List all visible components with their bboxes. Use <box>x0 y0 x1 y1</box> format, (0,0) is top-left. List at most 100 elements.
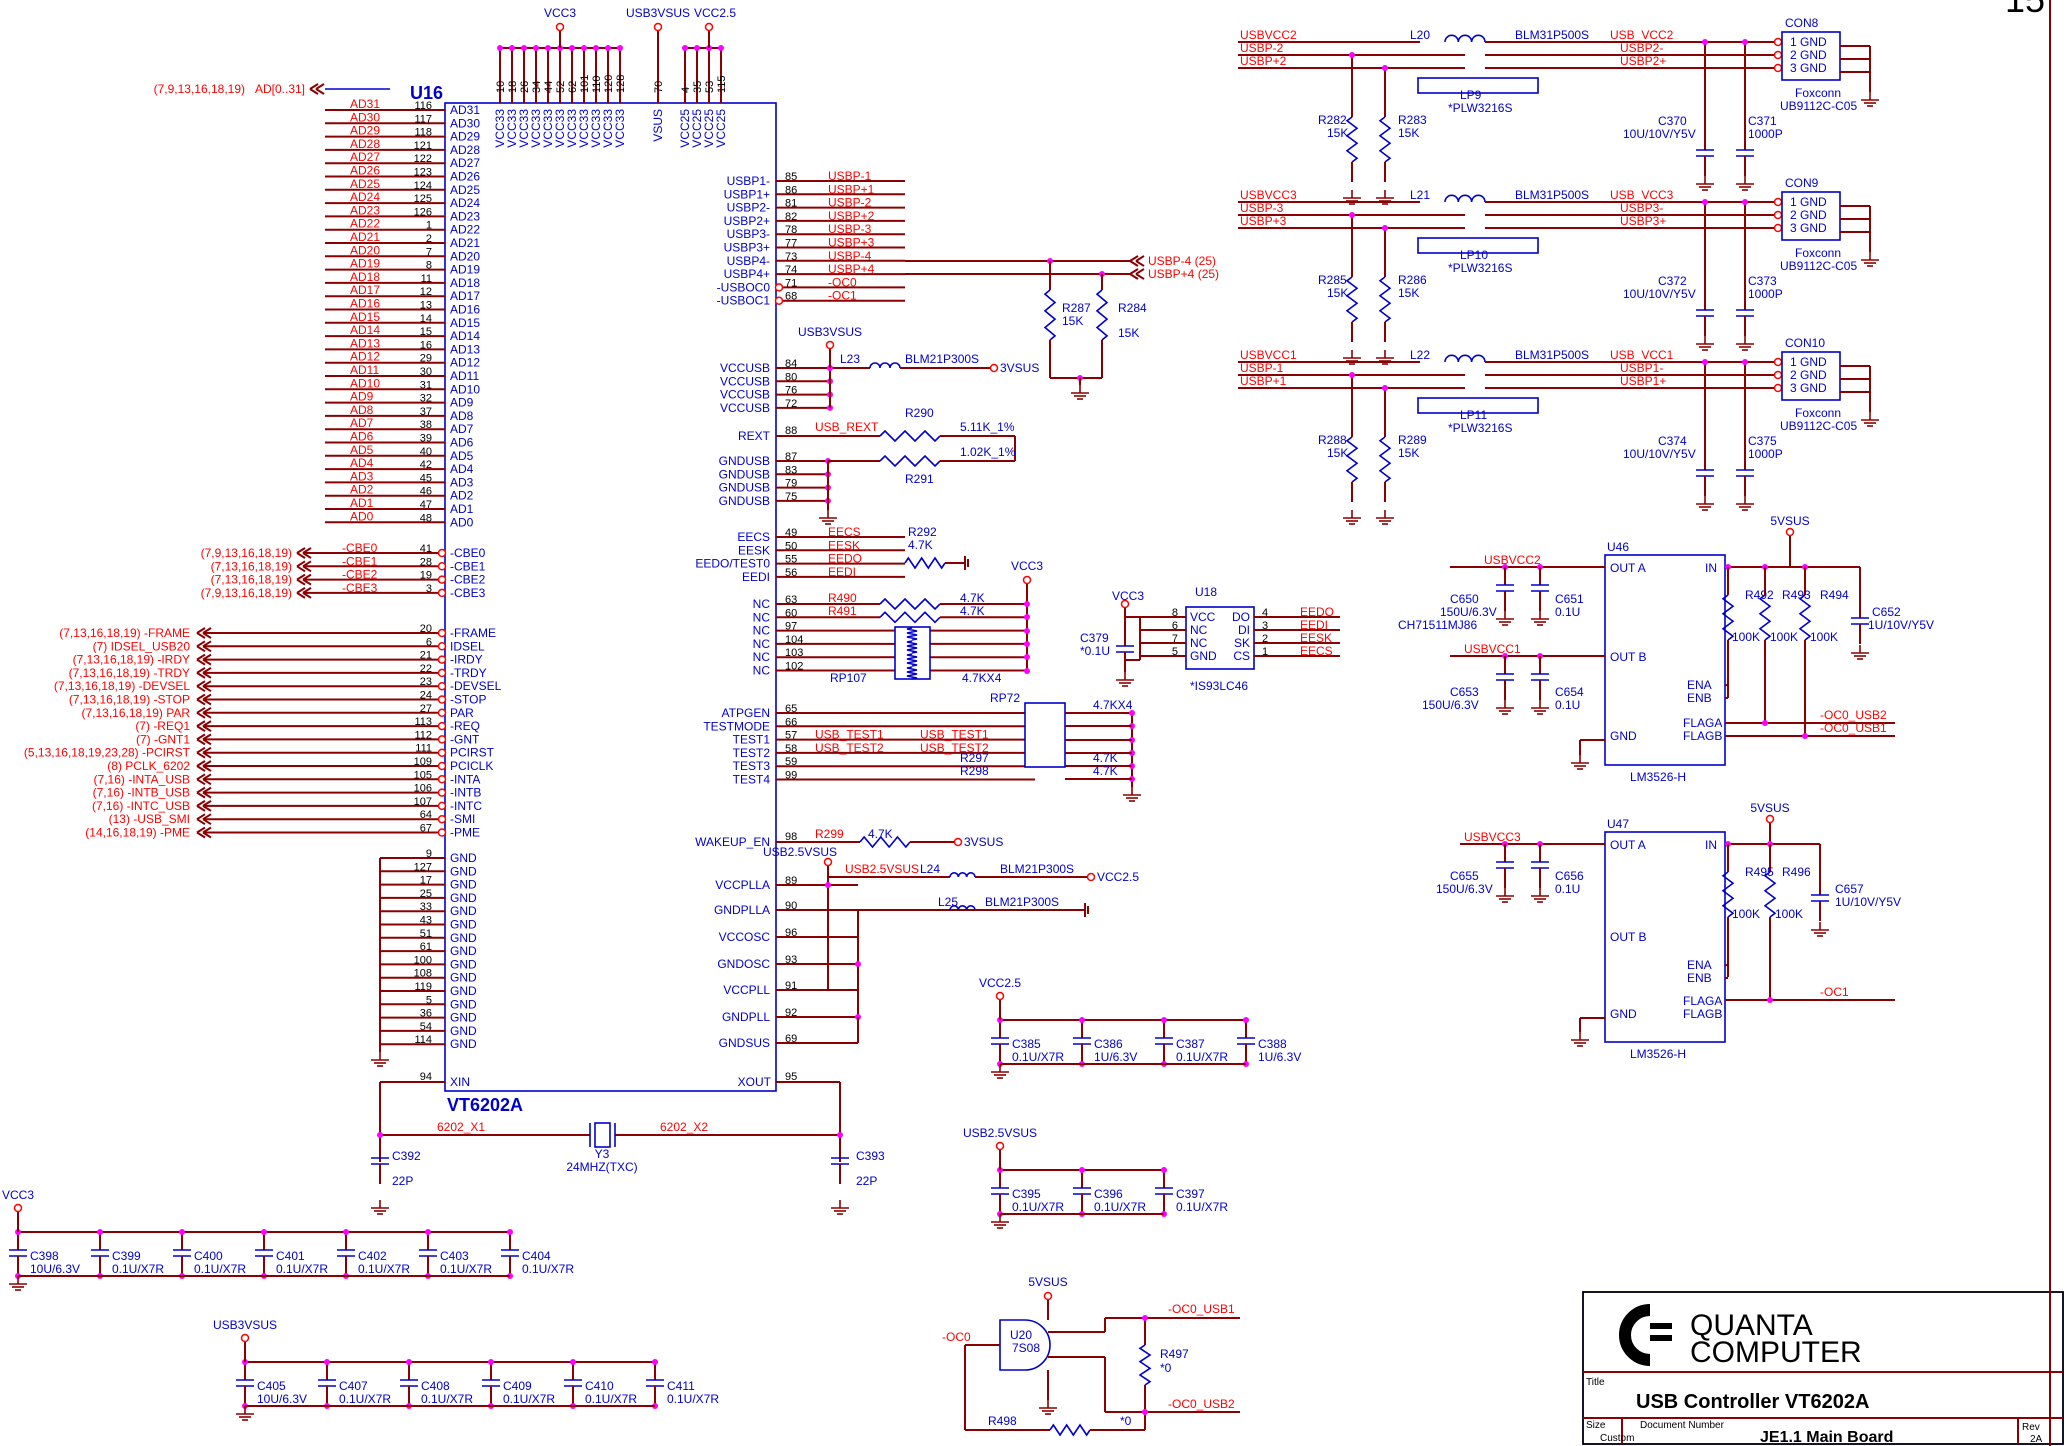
label: 4.7K <box>960 604 985 618</box>
junction-dot <box>425 1229 431 1235</box>
label: NC <box>753 637 771 651</box>
label: 150U/6.3V <box>1422 698 1479 712</box>
label: 22P <box>856 1174 877 1188</box>
junction-dot <box>343 1229 349 1235</box>
u18-body <box>1185 606 1255 670</box>
ad-net-label: AD9 <box>350 390 374 404</box>
bank-cap <box>564 1362 582 1406</box>
ctrl-label: (7,13,16,18,19) -STOP <box>69 693 190 707</box>
title-block-border <box>1582 1291 2064 1445</box>
pin-number: 61 <box>420 941 432 953</box>
pin-name: NC <box>1190 636 1208 650</box>
pin-number: 68 <box>785 291 797 303</box>
pin-number: 121 <box>414 140 432 152</box>
label: 69 <box>785 1033 797 1045</box>
doc-number: JE1.1 Main Board <box>1760 1429 1893 1446</box>
label: C372 <box>1658 274 1687 288</box>
label: 89 <box>785 875 797 887</box>
junction-dot <box>324 1359 330 1365</box>
ad-bus-refs: (7,9,13,16,18,19) <box>154 82 245 96</box>
pin-number: 84 <box>785 358 797 370</box>
ctrl-label: (7,13,16,18,19) PAR <box>81 706 190 720</box>
label: C404 <box>522 1249 551 1263</box>
ferrite <box>1444 34 1486 43</box>
c393 <box>831 1140 849 1184</box>
junction-dot <box>1767 997 1773 1003</box>
label: 4.7K <box>960 591 985 605</box>
label: 90 <box>785 900 797 912</box>
label: 4.7KX4 <box>1093 698 1133 712</box>
label: U20 <box>1010 1328 1032 1342</box>
ground-symbol <box>1811 922 1829 937</box>
pin-name: -USBOC0 <box>717 280 771 294</box>
label: USB2.5VSUS <box>963 1126 1037 1140</box>
con-body <box>1781 191 1841 241</box>
ad-net-label: AD12 <box>350 350 380 364</box>
label: REXT <box>738 429 771 443</box>
label: NC <box>753 597 771 611</box>
label: ATPGEN <box>722 706 770 720</box>
pin-number: 10 <box>495 81 507 93</box>
pin-number: 62 <box>567 81 579 93</box>
label: 10U/6.3V <box>257 1392 307 1406</box>
pin-number: 5 <box>1172 646 1178 658</box>
pin-number: 29 <box>420 353 432 365</box>
junction-dot <box>1079 1167 1085 1173</box>
pin-number: 44 <box>543 81 555 93</box>
label: ENA <box>1687 678 1712 692</box>
ctrl-label: (13) -USB_SMI <box>109 812 190 826</box>
label: C652 <box>1872 605 1901 619</box>
label: LP11 <box>1460 408 1487 422</box>
power-port <box>1773 383 1783 393</box>
label: C409 <box>503 1379 532 1393</box>
label: 92 <box>785 1007 797 1019</box>
pin-name: GND <box>450 931 477 945</box>
usb-net-label: USBP-1 <box>828 169 872 183</box>
ad-net-label: AD20 <box>350 243 380 257</box>
pin-name: VCC25 <box>690 109 704 148</box>
pin-number: 54 <box>420 1021 432 1033</box>
label: C405 <box>257 1379 286 1393</box>
pin-name: VCC33 <box>529 109 543 148</box>
net-label: EECS <box>1300 644 1333 658</box>
label: R498 <box>988 1414 1017 1428</box>
ground-symbol <box>1736 336 1754 351</box>
junction-dot <box>507 1229 513 1235</box>
offpage-arrow <box>196 800 212 812</box>
label: 6202_X2 <box>660 1120 708 1134</box>
pin-number: 109 <box>414 756 432 768</box>
label: 4.7K <box>908 538 933 552</box>
ctrl-label: (8) PCLK_6202 <box>107 759 190 773</box>
label: 22P <box>392 1174 413 1188</box>
label: C407 <box>339 1379 368 1393</box>
label: USB_TEST2 <box>920 741 989 755</box>
ground-symbol <box>1531 700 1549 715</box>
ctrl-label: (7,16) -INTA_USB <box>94 772 190 786</box>
offpage-arrow <box>296 573 312 586</box>
inverter-bubble <box>437 642 447 651</box>
label: UB9112C-C05 <box>1780 99 1857 113</box>
pin-number: 128 <box>615 75 627 93</box>
label: EEDI <box>828 565 856 579</box>
label: C654 <box>1555 685 1584 699</box>
label: 0.1U/X7R <box>440 1262 492 1276</box>
pin-number: 13 <box>420 300 432 312</box>
label: 1U/6.3V <box>1094 1050 1137 1064</box>
label: USB_REXT <box>815 420 879 434</box>
label: U47 <box>1607 817 1629 831</box>
label: 0.1U/X7R <box>667 1392 719 1406</box>
junction-dot <box>488 1359 494 1365</box>
pin-number: 30 <box>420 366 432 378</box>
label: 2 GND <box>1790 208 1827 222</box>
label: BLM21P300S <box>1000 862 1074 876</box>
label: L23 <box>840 352 860 366</box>
pin-name: AD9 <box>450 396 474 410</box>
pin-number: 78 <box>785 224 797 236</box>
inverter-bubble <box>437 828 447 837</box>
label: C393 <box>856 1149 885 1163</box>
capacitor <box>1696 132 1714 176</box>
junction-dot <box>1349 372 1355 378</box>
pin-number: 64 <box>420 809 432 821</box>
pin-number: 3 <box>426 583 432 595</box>
junction-dot <box>1702 359 1708 365</box>
